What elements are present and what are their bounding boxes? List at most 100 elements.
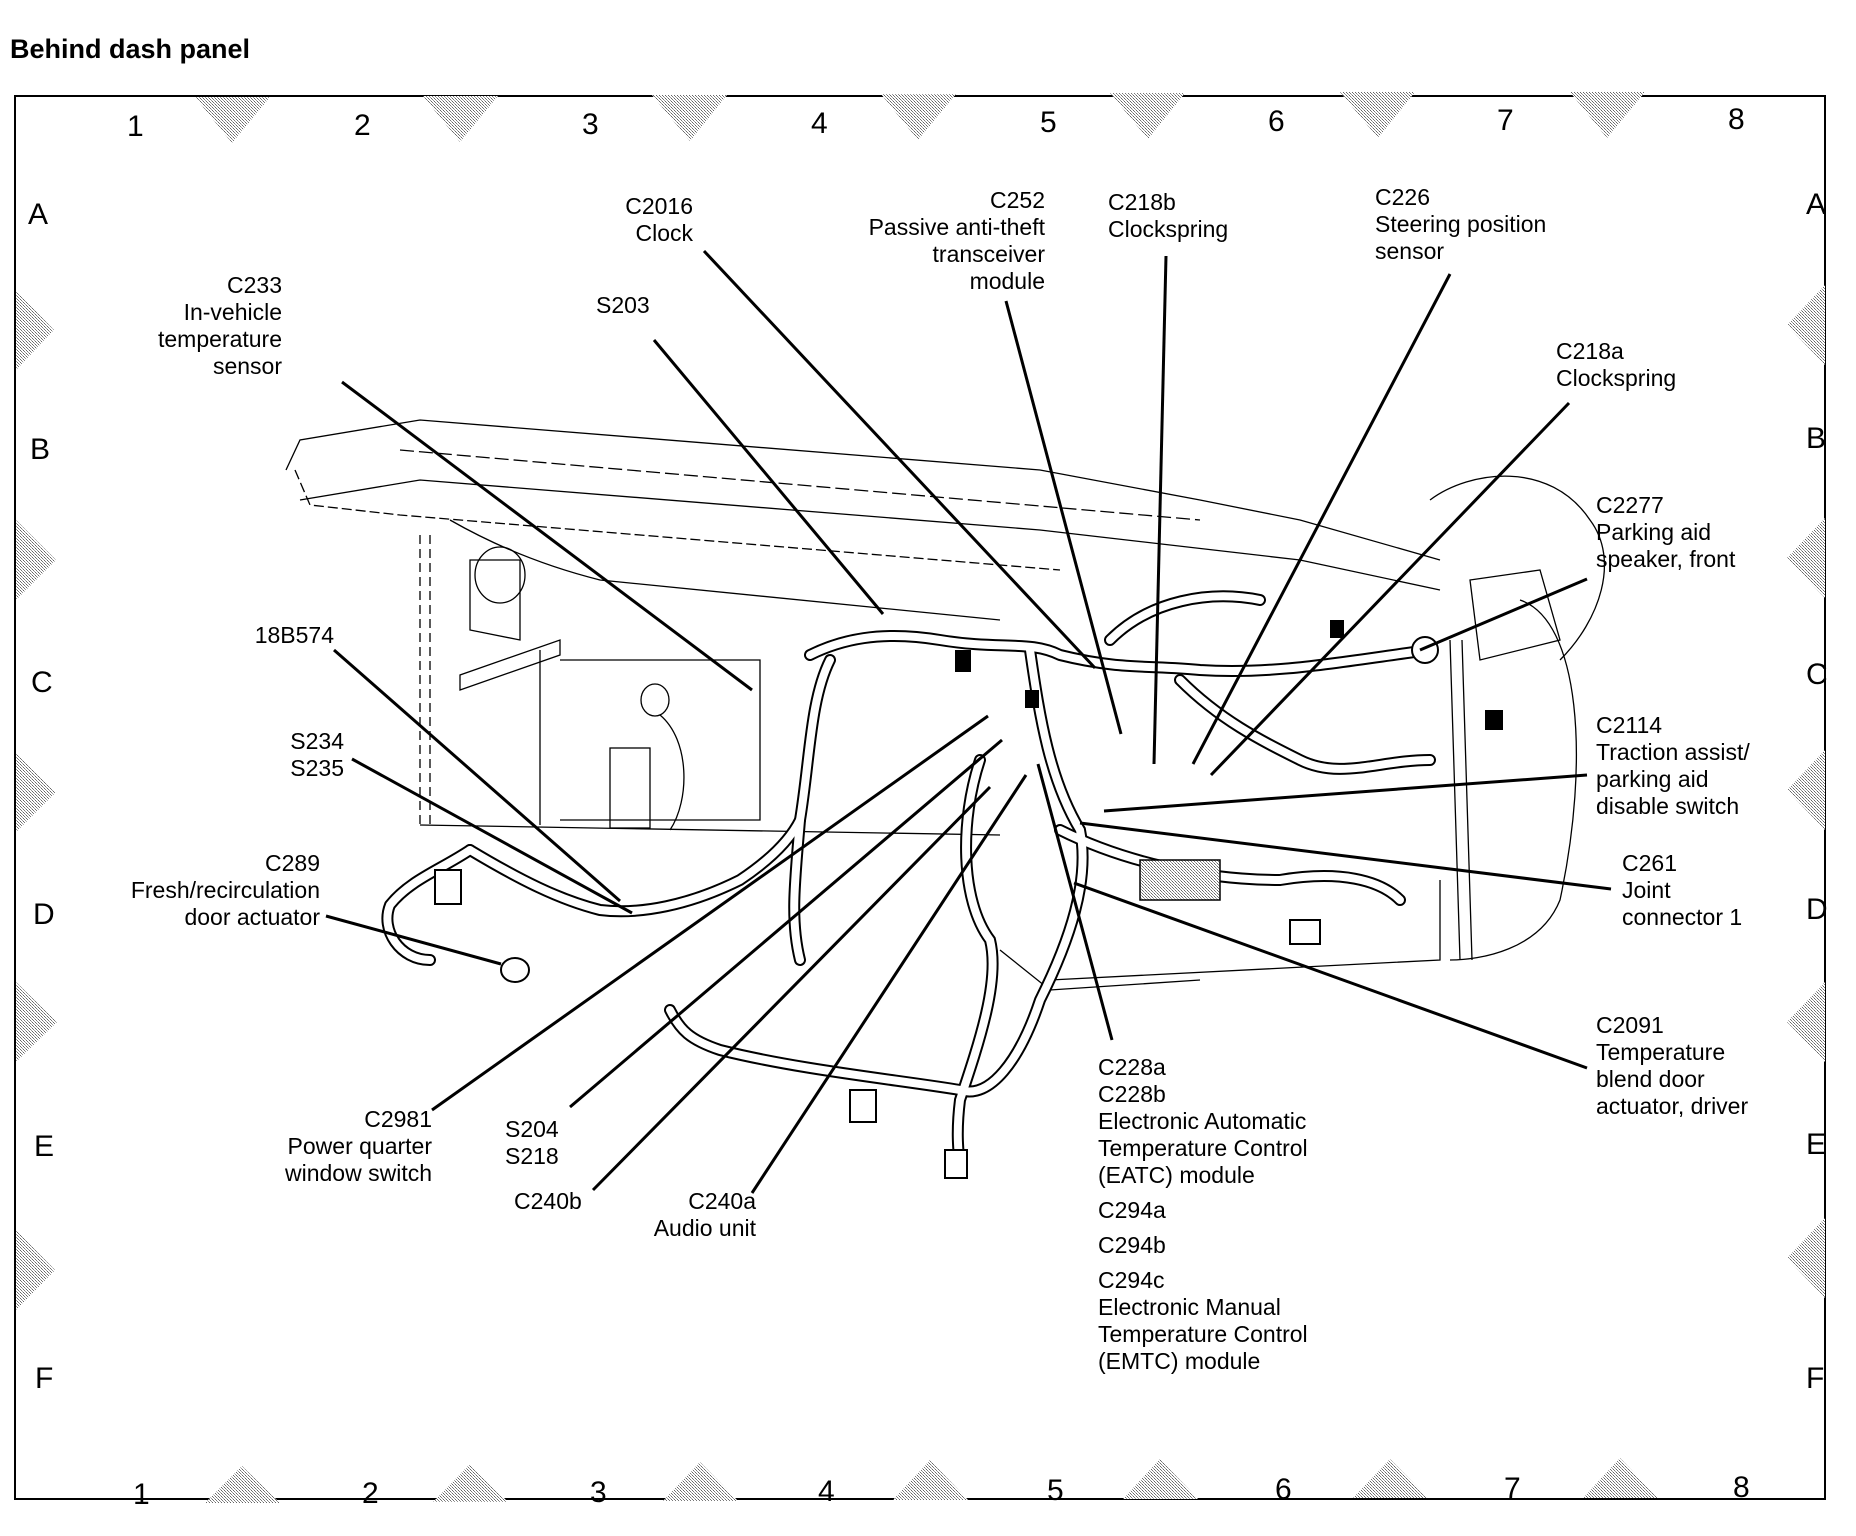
col-2-top: 2	[354, 109, 371, 142]
leader-c218b	[1152, 255, 1168, 765]
col-4-top: 4	[811, 107, 828, 140]
callout-line: (EATC) module	[1098, 1162, 1255, 1188]
row-a-right: A	[1806, 188, 1827, 221]
zone-markers-left	[16, 290, 57, 1310]
callout-line: Temperature	[1596, 1039, 1726, 1065]
callout-line: Power quarter	[287, 1133, 432, 1159]
row-c-left: C	[31, 666, 53, 699]
leader-c2091	[1073, 881, 1588, 1070]
col-5-top: 5	[1040, 106, 1057, 139]
callout-line: 18B574	[254, 622, 334, 648]
line-gap	[1098, 1224, 1308, 1232]
row-e-right: E	[1806, 1128, 1827, 1161]
callout-line: S235	[290, 755, 344, 781]
callout-line: Steering position	[1375, 211, 1547, 237]
leader-c228	[1036, 763, 1114, 1041]
callout-line: Audio unit	[653, 1215, 756, 1241]
callout-line: C240a	[688, 1188, 756, 1214]
leader-c2016	[702, 249, 1097, 670]
col-7-bottom: 7	[1504, 1472, 1521, 1505]
callout-line: speaker, front	[1596, 546, 1736, 572]
callout-line: S234	[290, 728, 344, 754]
row-b-left: B	[30, 433, 51, 466]
callout-line: Traction assist/	[1596, 739, 1750, 765]
callout-line: actuator, driver	[1596, 1093, 1749, 1119]
callout-line: C294c	[1098, 1267, 1165, 1293]
callout-line: Electronic Automatic	[1098, 1108, 1307, 1134]
callout-line: C289	[265, 850, 320, 876]
callout-line: connector 1	[1622, 904, 1743, 930]
leader-c289	[325, 914, 502, 966]
callout-line: C252	[990, 187, 1045, 213]
leader-lines	[325, 249, 1612, 1194]
callout-line: C226	[1375, 184, 1430, 210]
callout-line: Clockspring	[1108, 216, 1229, 242]
callout-line: C218b	[1108, 189, 1176, 215]
callout-line: C294a	[1098, 1197, 1166, 1223]
callout-line: S203	[596, 292, 650, 318]
callout-line: In-vehicle	[183, 299, 282, 325]
col-4-bottom: 4	[818, 1475, 835, 1508]
leader-c2981	[431, 714, 989, 1112]
callout-line: C240b	[514, 1188, 582, 1214]
row-a-left: A	[28, 198, 49, 231]
col-5-bottom: 5	[1047, 1474, 1064, 1507]
callout-line: Clock	[635, 220, 693, 246]
callout-line: C2981	[364, 1106, 432, 1132]
callout-line: Clockspring	[1556, 365, 1677, 391]
callout-line: module	[969, 268, 1045, 294]
callout-line: door actuator	[184, 904, 320, 930]
col-3-top: 3	[582, 108, 599, 141]
callout-line: disable switch	[1596, 793, 1740, 819]
zone-markers-top	[195, 92, 1645, 143]
callout-line: window switch	[285, 1160, 432, 1186]
col-8-bottom: 8	[1733, 1471, 1750, 1504]
callout-line: C2277	[1596, 492, 1664, 518]
callout-line: Temperature Control	[1098, 1135, 1308, 1161]
callout-line: C294b	[1098, 1232, 1166, 1258]
callout-18b574: 18B574	[255, 622, 334, 649]
leader-c240b	[591, 785, 992, 1192]
row-d-right: D	[1806, 893, 1828, 926]
callout-line: Electronic Manual	[1098, 1294, 1281, 1320]
leader-c226	[1191, 273, 1452, 765]
col-1-bottom: 1	[133, 1478, 150, 1511]
page-title: Behind dash panel	[10, 34, 251, 64]
callout-line: C261	[1622, 850, 1677, 876]
row-d-left: D	[33, 898, 55, 931]
leader-18b574	[333, 648, 621, 903]
col-6-top: 6	[1268, 105, 1285, 138]
callout-line: blend door	[1596, 1066, 1705, 1092]
leader-c2114	[1103, 773, 1588, 813]
zone-markers-right	[1787, 285, 1825, 1298]
leader-c233	[341, 380, 753, 692]
wiring-harness	[381, 590, 1503, 1179]
callout-line: sensor	[1375, 238, 1445, 264]
callout-line: C228a	[1098, 1054, 1166, 1080]
leader-s204	[569, 738, 1003, 1109]
leader-c261	[1079, 821, 1612, 891]
callout-line: S204	[505, 1116, 559, 1142]
callout-line: Fresh/recirculation	[130, 877, 320, 903]
callout-line: S218	[505, 1143, 559, 1169]
callout-line: C2114	[1596, 712, 1663, 738]
row-b-right: B	[1806, 422, 1827, 455]
col-3-bottom: 3	[590, 1476, 607, 1509]
callout-s203: S203	[596, 292, 650, 319]
callout-line: C2091	[1596, 1012, 1664, 1038]
leader-c240a	[750, 774, 1028, 1194]
callout-line: sensor	[212, 353, 282, 379]
row-c-right: C	[1806, 658, 1828, 691]
